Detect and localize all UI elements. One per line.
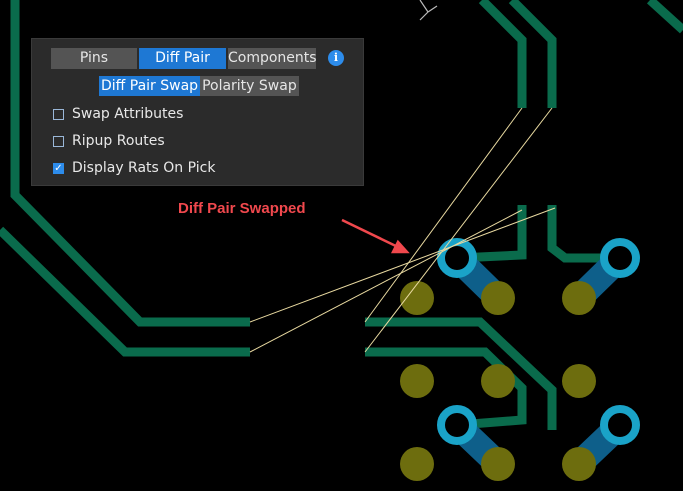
pad — [400, 364, 434, 398]
checkbox-ripup-routes[interactable] — [53, 135, 64, 147]
pad — [481, 281, 515, 315]
trace-mid-a — [457, 205, 527, 263]
subtab-diff-pair-swap[interactable]: Diff Pair Swap — [99, 76, 201, 96]
pad — [481, 447, 515, 481]
annotation-arrowhead — [390, 239, 410, 254]
cursor-icon — [419, 0, 429, 13]
option-ripup-routes[interactable]: Ripup Routes — [53, 132, 165, 150]
pad — [562, 281, 596, 315]
tab-diff-pair[interactable]: Diff Pair — [139, 48, 226, 69]
pad — [562, 447, 596, 481]
trace-top-right-b — [508, 0, 557, 108]
trace-center-2 — [365, 347, 527, 430]
ratsnest-line — [249, 207, 556, 323]
trace-center — [365, 317, 557, 430]
checkbox-swap-attributes[interactable] — [53, 108, 64, 120]
pad — [400, 281, 434, 315]
annotation-arrow — [341, 218, 401, 250]
option-display-rats[interactable]: ✓ Display Rats On Pick — [53, 159, 215, 177]
checkbox-display-rats[interactable]: ✓ — [53, 162, 64, 174]
trace-outer-left-2 — [0, 226, 250, 357]
tab-pins[interactable]: Pins — [51, 48, 137, 69]
option-swap-attributes[interactable]: Swap Attributes — [53, 105, 183, 123]
tab-components[interactable]: Components — [228, 48, 317, 69]
subtab-bar: Diff Pair Swap Polarity Swap — [99, 76, 299, 96]
via — [437, 405, 477, 445]
via — [600, 238, 640, 278]
option-label: Display Rats On Pick — [72, 160, 216, 176]
trace-top-right-a — [478, 0, 527, 108]
swap-panel: Pins Diff Pair Components i Diff Pair Sw… — [31, 38, 364, 186]
info-icon[interactable]: i — [328, 50, 344, 66]
pad — [400, 447, 434, 481]
annotation-label: Diff Pair Swapped — [178, 200, 306, 217]
via — [437, 238, 477, 278]
tab-bar: Pins Diff Pair Components — [51, 48, 318, 69]
via — [600, 405, 640, 445]
trace-right-edge — [646, 0, 683, 34]
subtab-polarity-swap[interactable]: Polarity Swap — [200, 76, 299, 96]
trace-mid-b — [547, 205, 618, 263]
ratsnest-line — [364, 107, 553, 353]
pad — [481, 364, 515, 398]
trace-outer-left — [10, 0, 250, 327]
ratsnest-line — [364, 107, 523, 323]
ratsnest-line — [249, 209, 523, 353]
option-label: Ripup Routes — [72, 133, 165, 149]
pad — [562, 364, 596, 398]
option-label: Swap Attributes — [72, 106, 184, 122]
